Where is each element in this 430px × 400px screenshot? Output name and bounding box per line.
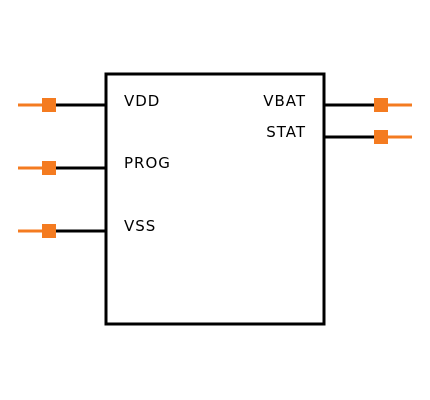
pin-connector-marker[interactable] [42, 98, 56, 112]
pin-label-prog: PROG [124, 154, 171, 172]
pin-prog[interactable]: PROG [18, 154, 171, 175]
pin-connector-marker[interactable] [42, 224, 56, 238]
pin-connector-marker[interactable] [42, 161, 56, 175]
pin-vbat[interactable]: VBAT [263, 92, 412, 112]
pin-vdd[interactable]: VDD [18, 92, 160, 112]
pin-connector-marker[interactable] [374, 130, 388, 144]
pin-label-stat: STAT [266, 123, 306, 141]
pin-stat[interactable]: STAT [266, 123, 412, 144]
component-body [104, 72, 326, 326]
pin-label-vss: VSS [124, 217, 156, 235]
pin-vss[interactable]: VSS [18, 217, 156, 238]
pin-label-vbat: VBAT [263, 92, 306, 110]
pin-label-vdd: VDD [124, 92, 160, 110]
pin-connector-marker[interactable] [374, 98, 388, 112]
